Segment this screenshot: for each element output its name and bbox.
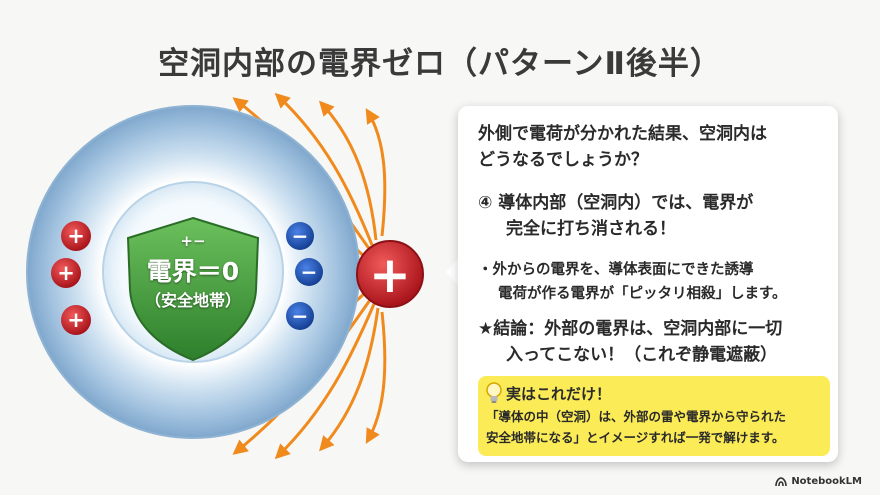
negative-charge [286,302,314,330]
step-line: 完全に打ち消される！ [506,219,676,239]
step-line: ④ 導体内部（空洞内）では、電界が [478,193,754,213]
step-4-text: ④ 導体内部（空洞内）では、電界が 完全に打ち消される！ [478,190,828,242]
field-line [365,311,387,444]
field-line [318,100,378,241]
positive-charge [61,221,91,251]
bullet-text: ・外からの電界を、導体表面にできた誘導 電荷が作る電界が「ピッタリ相殺」します。 [478,258,828,306]
negative-charge [286,222,314,250]
shield-icon [126,216,260,362]
brand-name: NotebookLM [791,476,862,487]
question-line: 外側で電荷が分かれた結果、空洞内は [478,124,767,144]
conclusion-line: 入ってこない！（これぞ静電遮蔽） [506,345,778,365]
negative-charge-label: − [301,260,318,284]
positive-charge-label: + [67,308,85,332]
tip-box: 実はこれだけ！ 「導体の中（空洞）は、外部の雷や電界から守られた 安全地帯になる… [478,376,830,456]
conclusion-line: ★結論：外部の電界は、空洞内部に一切 [478,319,783,339]
negative-charge [295,258,323,286]
question-text: 外側で電荷が分かれた結果、空洞内は どうなるでしょうか？ [478,121,828,173]
field-line [365,108,387,237]
left-positive-charges [51,221,91,335]
field-line [274,303,376,460]
external-charge-label: + [369,246,411,304]
bullet-line: ・外からの電界を、導体表面にできた誘導 [478,262,754,278]
field-line [274,92,374,246]
shield-sign: +− [180,232,206,250]
shield-safe-zone: （安全地帯） [144,291,241,310]
tip-line: 安全地帯になる」とイメージすれば一発で解けます。 [486,430,785,445]
positive-charge [61,305,91,335]
field-line [319,307,380,452]
negative-charge-label: − [292,304,309,328]
shield-field-zero: 電界＝0 [146,257,240,286]
question-line: どうなるでしょうか？ [478,150,648,170]
bullet-line: 電荷が作る電界が「ピッタリ相殺」します。 [498,286,787,302]
tip-line: 「導体の中（空洞）は、外部の雷や電界から守られた [486,409,787,424]
right-negative-charges [286,222,323,330]
positive-charge-label: + [57,261,75,285]
tip-heading: 実はこれだけ！ [506,385,612,403]
callout-tail [446,258,459,286]
page-title: 空洞内部の電界ゼロ（パターンⅡ後半） [158,46,722,82]
positive-charge [51,258,81,288]
brand-watermark: NotebookLM [775,476,862,487]
conclusion-text: ★結論：外部の電界は、空洞内部に一切 入ってこない！（これぞ静電遮蔽） [478,316,828,368]
lightbulb-icon [486,382,502,403]
positive-charge-label: + [67,224,85,248]
notebooklm-logo-icon [775,476,788,486]
tip-body: 「導体の中（空洞）は、外部の雷や電界から守られた 安全地帯になる」とイメージすれ… [486,406,826,448]
negative-charge-label: − [292,224,309,248]
external-positive-charge [356,240,424,308]
